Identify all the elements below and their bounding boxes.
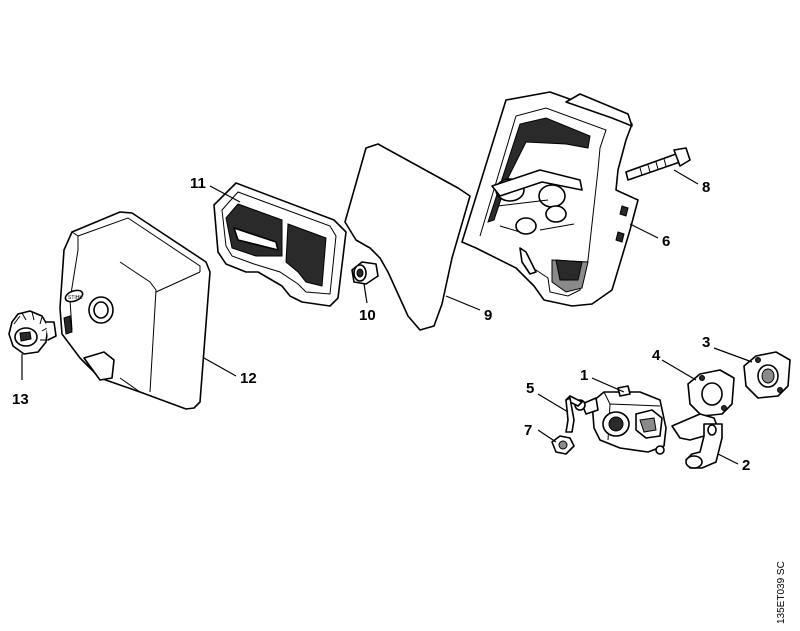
part-5-pin[interactable] <box>565 395 583 433</box>
leader-11 <box>209 185 241 203</box>
part-12-cover[interactable]: STIHL <box>59 211 211 410</box>
part-13-knob[interactable] <box>8 310 57 355</box>
leader-3 <box>713 347 753 363</box>
part-6-carburetor-box[interactable] <box>461 91 639 307</box>
leader-5 <box>537 393 569 413</box>
part-8-screw[interactable] <box>625 147 691 181</box>
cover-logo-text: STIHL <box>68 295 82 301</box>
leader-4 <box>661 359 697 381</box>
callout-11: 11 <box>190 175 206 192</box>
callout-7: 7 <box>524 422 532 439</box>
callout-1: 1 <box>580 367 588 384</box>
callout-6: 6 <box>662 233 670 250</box>
leader-12 <box>203 357 237 377</box>
part-2-lever[interactable] <box>671 413 723 469</box>
part-4-gasket[interactable] <box>687 369 735 417</box>
callout-5: 5 <box>526 380 534 397</box>
part-1-carburetor[interactable] <box>574 385 667 455</box>
leader-1 <box>591 377 625 393</box>
callout-9: 9 <box>484 307 492 324</box>
callout-12: 12 <box>240 370 257 387</box>
callout-13: 13 <box>12 391 29 408</box>
leader-8 <box>673 169 699 185</box>
leader-6 <box>629 223 659 239</box>
drawing-code-label: 135ET039 SC <box>776 561 787 624</box>
part-10-bushing[interactable] <box>351 261 379 285</box>
leader-9 <box>445 295 481 311</box>
callout-3: 3 <box>702 334 710 351</box>
callout-4: 4 <box>652 347 661 364</box>
callout-2: 2 <box>742 457 750 474</box>
part-7-nut[interactable] <box>551 435 575 455</box>
part-3-gasket[interactable] <box>743 351 791 399</box>
part-11-air-filter[interactable] <box>213 182 347 307</box>
leader-10 <box>363 283 368 304</box>
leader-2 <box>717 453 739 465</box>
callout-10: 10 <box>359 307 376 324</box>
callout-8: 8 <box>702 179 710 196</box>
leader-7 <box>537 429 557 443</box>
part-9-seal-plate[interactable] <box>344 143 471 331</box>
